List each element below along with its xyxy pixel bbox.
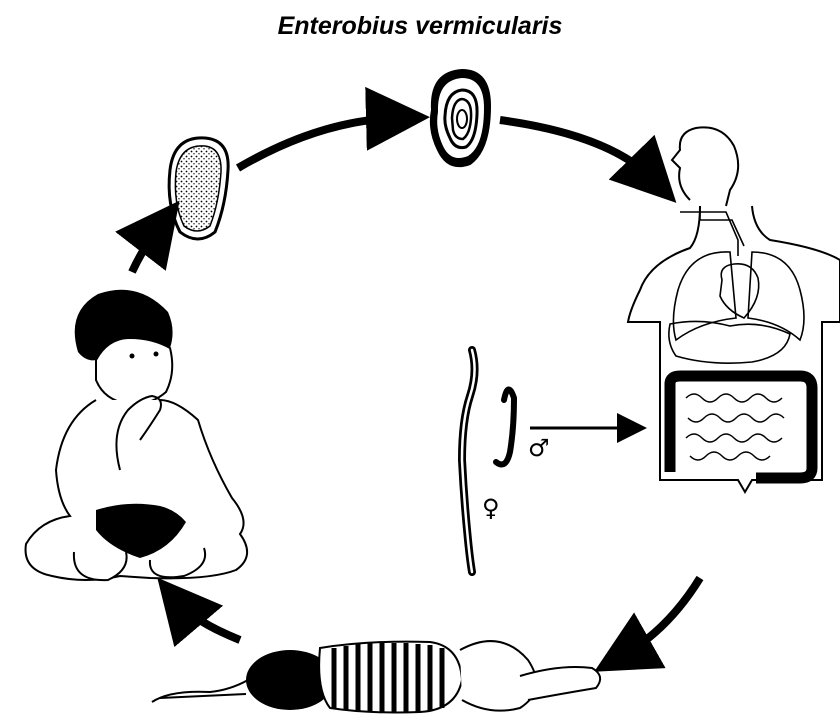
cycle-arrow-embryonated-to-torso — [500, 120, 654, 180]
sleeping-child-illustration — [152, 641, 600, 712]
embryonated-egg-illustration — [431, 70, 490, 166]
male-worm — [496, 389, 514, 464]
male-symbol: ♂ — [528, 434, 550, 462]
torso-organs-illustration — [628, 127, 840, 492]
cycle-arrow-torso-to-sleeping — [622, 578, 700, 656]
diagram-title: Enterobius vermicularis — [0, 12, 840, 41]
worm-pair-illustration — [462, 350, 514, 572]
cycle-arrow-sleeping-to-child — [178, 602, 240, 640]
child-sitting-illustration — [26, 290, 248, 580]
egg-illustration — [169, 138, 228, 239]
female-symbol: ♀ — [482, 494, 500, 522]
cycle-arrow-egg-to-embryonated — [238, 118, 398, 168]
cycle-arrow-child-to-egg — [132, 226, 160, 272]
